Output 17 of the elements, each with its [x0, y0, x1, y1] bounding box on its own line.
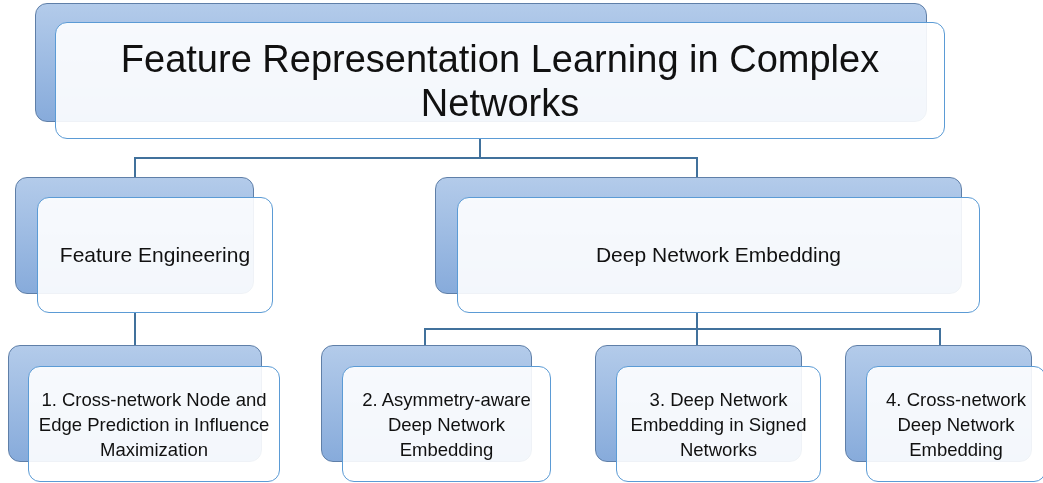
node-card	[866, 366, 1043, 482]
connector-line	[696, 312, 941, 346]
node-card	[28, 366, 280, 482]
node-label: Feature Engineering	[59, 242, 251, 268]
connector-line	[134, 312, 136, 346]
connector-line	[479, 138, 698, 178]
node-card	[55, 22, 945, 139]
node-card	[457, 197, 980, 313]
node-label: 2. Asymmetry-aware Deep Network Embedding	[361, 387, 532, 462]
node-label: 4. Cross-network Deep Network Embedding	[885, 387, 1027, 462]
node-card	[342, 366, 551, 482]
node-card	[616, 366, 821, 482]
node-label: 1. Cross-network Node and Edge Prediction in Influence Maximization	[37, 387, 271, 462]
node-label: 3. Deep Network Embedding in Signed Networks	[629, 387, 808, 462]
node-label: Deep Network Embedding	[595, 242, 842, 268]
node-label: Feature Representation Learning in Complex Networks	[119, 36, 881, 125]
node-card	[37, 197, 273, 313]
